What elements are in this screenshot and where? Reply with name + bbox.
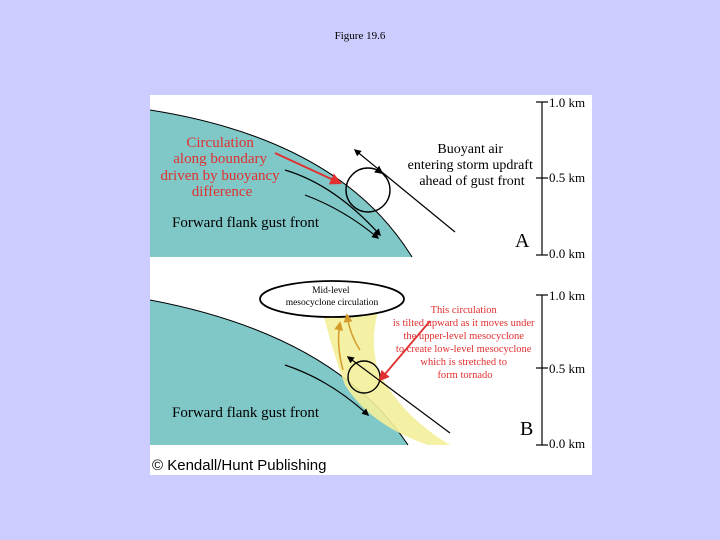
scale-a-top: 1.0 km [549,95,585,110]
scale-b-mid: 0.5 km [549,361,585,376]
scale-b [536,294,548,446]
red-label-b: This circulation is tilted upward as it … [393,305,537,381]
panel-b: Mid-level mesocyclone circulation This c… [150,280,537,446]
figure-panel: Circulation along boundary driven by buo… [150,95,592,475]
red-label-a: Circulation along boundary driven by buo… [161,135,284,200]
mesocyclone-ellipse [259,280,405,318]
panel-letter-a: A [515,230,530,252]
scale-a-bottom: 0.0 km [549,246,585,261]
flow-arrow-b1 [284,364,370,416]
flow-arrow-a1 [284,169,381,237]
scale-b-bottom: 0.0 km [549,436,585,451]
buoyant-air-arrow-b [346,356,451,434]
vortex-circle-a [345,167,391,213]
scale-b-top: 1.0 km [549,288,585,303]
orange-arrow-b2 [343,313,361,351]
front-label-b: Forward flank gust front [172,405,320,421]
front-label-a: Forward flank gust front [172,215,320,231]
red-circulation-arrow [274,152,343,185]
flow-arrow-a2 [304,194,380,239]
figure-svg: Circulation along boundary driven by buo… [150,95,592,475]
panel-a: Circulation along boundary driven by buo… [150,109,537,258]
gust-front-a [150,110,412,257]
scale-a-mid: 0.5 km [549,170,585,185]
orange-arrow-b1 [334,321,344,371]
panel-letter-b: B [520,418,533,440]
buoyant-air-label: Buoyant air entering storm updraft ahead… [408,142,537,189]
slide-title: Figure 19.6 [334,30,386,42]
copyright-text: © Kendall/Hunt Publishing [152,457,327,474]
ellipse-label: Mid-level mesocyclone circulation [286,286,379,308]
scale-a [536,101,548,256]
red-tilt-arrow [378,320,431,382]
buoyant-air-arrow [353,149,456,233]
gust-front-b [150,300,408,445]
